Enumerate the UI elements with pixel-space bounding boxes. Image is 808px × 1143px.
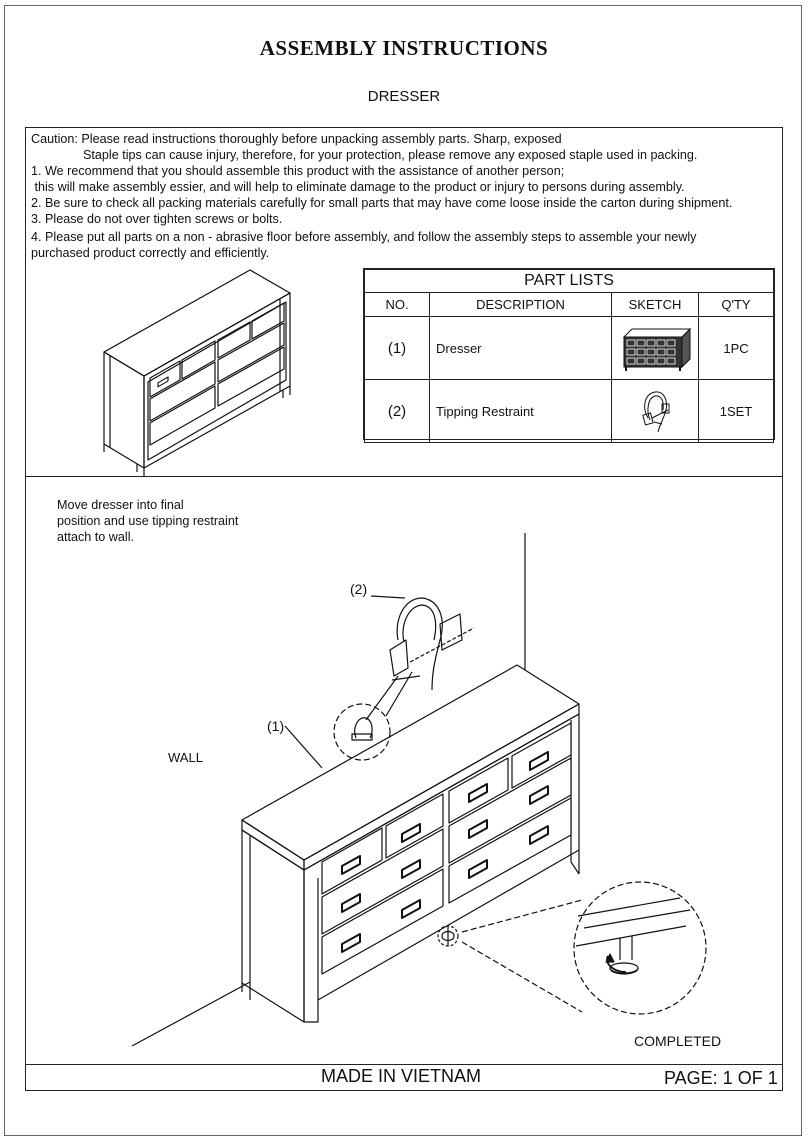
footer-divider xyxy=(25,1064,783,1065)
parts-list-title: PART LISTS xyxy=(364,269,774,293)
step-instruction-line: position and use tipping restraint xyxy=(57,514,239,528)
header-no: NO. xyxy=(364,292,430,317)
dresser-sketch-icon xyxy=(611,316,699,380)
restraint-callout-label: (2) xyxy=(350,581,368,597)
part-description: Tipping Restraint xyxy=(429,379,612,443)
caution-block: Caution: Please read instructions thorou… xyxy=(31,131,779,261)
instructions-frame xyxy=(25,127,783,1091)
header-sketch: SKETCH xyxy=(611,292,699,317)
wall-label: WALL xyxy=(168,750,203,765)
step-instruction: Move dresser into final position and use… xyxy=(57,497,238,545)
completed-label: COMPLETED xyxy=(634,1033,722,1049)
part-qty: 1SET xyxy=(698,379,774,443)
page-border xyxy=(4,5,802,1136)
document-subtitle: DRESSER xyxy=(367,88,441,105)
header-description: DESCRIPTION xyxy=(429,292,612,317)
caution-line: 2. Be sure to check all packing material… xyxy=(31,196,733,210)
step-instruction-line: Move dresser into final xyxy=(57,498,184,512)
step-instruction-line: attach to wall. xyxy=(57,530,135,544)
parts-list-table: PART LISTS NO. DESCRIPTION SKETCH Q'TY (… xyxy=(363,268,775,443)
caution-line: Caution: Please read instructions thorou… xyxy=(31,132,562,146)
country-of-origin: MADE IN VIETNAM xyxy=(321,1066,482,1086)
document-title: ASSEMBLY INSTRUCTIONS xyxy=(259,36,549,60)
page-number: PAGE: 1 OF 1 xyxy=(664,1068,778,1088)
caution-line: 3. Please do not over tighten screws or … xyxy=(31,212,283,226)
part-number: (2) xyxy=(364,379,430,443)
part-description: Dresser xyxy=(429,316,612,380)
caution-line: this will make assembly essier, and will… xyxy=(31,180,685,194)
caution-line: 1. We recommend that you should assemble… xyxy=(31,164,565,178)
parts-row: (1) Dresser xyxy=(364,316,774,380)
caution-line: 4. Please put all parts on a non - abras… xyxy=(31,230,697,244)
part-number: (1) xyxy=(364,316,430,380)
section-divider xyxy=(25,476,783,477)
header-qty: Q'TY xyxy=(698,292,774,317)
caution-line: Staple tips can cause injury, therefore,… xyxy=(83,148,698,162)
part-qty: 1PC xyxy=(698,316,774,380)
caution-line: purchased product correctly and efficien… xyxy=(31,246,270,260)
dresser-callout-label: (1) xyxy=(267,718,285,734)
parts-row: (2) Tipping Restraint 1SET xyxy=(364,379,774,443)
tipping-restraint-sketch-icon xyxy=(611,379,699,443)
